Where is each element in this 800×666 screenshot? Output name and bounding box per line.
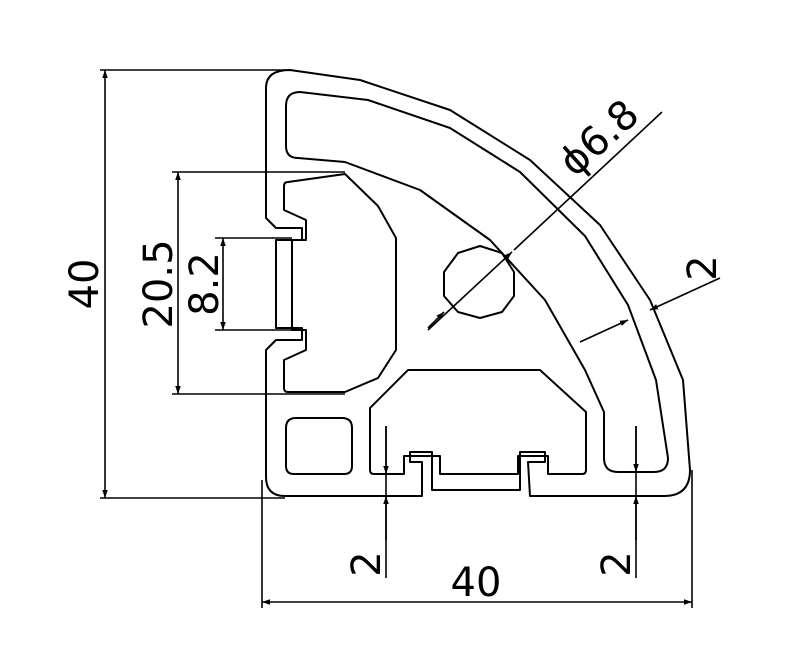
dim-arc-wall [579,319,629,343]
outer-contour [265,69,691,497]
bottom-slot-chamber [369,369,587,475]
dim-hole-diameter [427,251,513,331]
dimension-lines [102,70,721,605]
label-slot-20-5: 20.5 [136,239,182,328]
dimension-labels: 40 20.5 8.2 40 ϕ6.8 2 2 2 [62,91,726,606]
center-hole [443,245,515,319]
label-width-40: 40 [451,560,502,606]
left-slot-chamber [283,173,397,393]
label-slot-8-2: 8.2 [182,252,228,316]
label-bottom-wall-right: 2 [594,551,640,576]
profile-outline [265,69,691,497]
corner-square-cavity [285,417,353,475]
label-bottom-wall-left: 2 [344,551,390,576]
upper-cavity [285,91,669,473]
label-arc-wall: 2 [680,255,726,280]
extension-lines [100,69,693,608]
label-height-40: 40 [62,259,108,310]
